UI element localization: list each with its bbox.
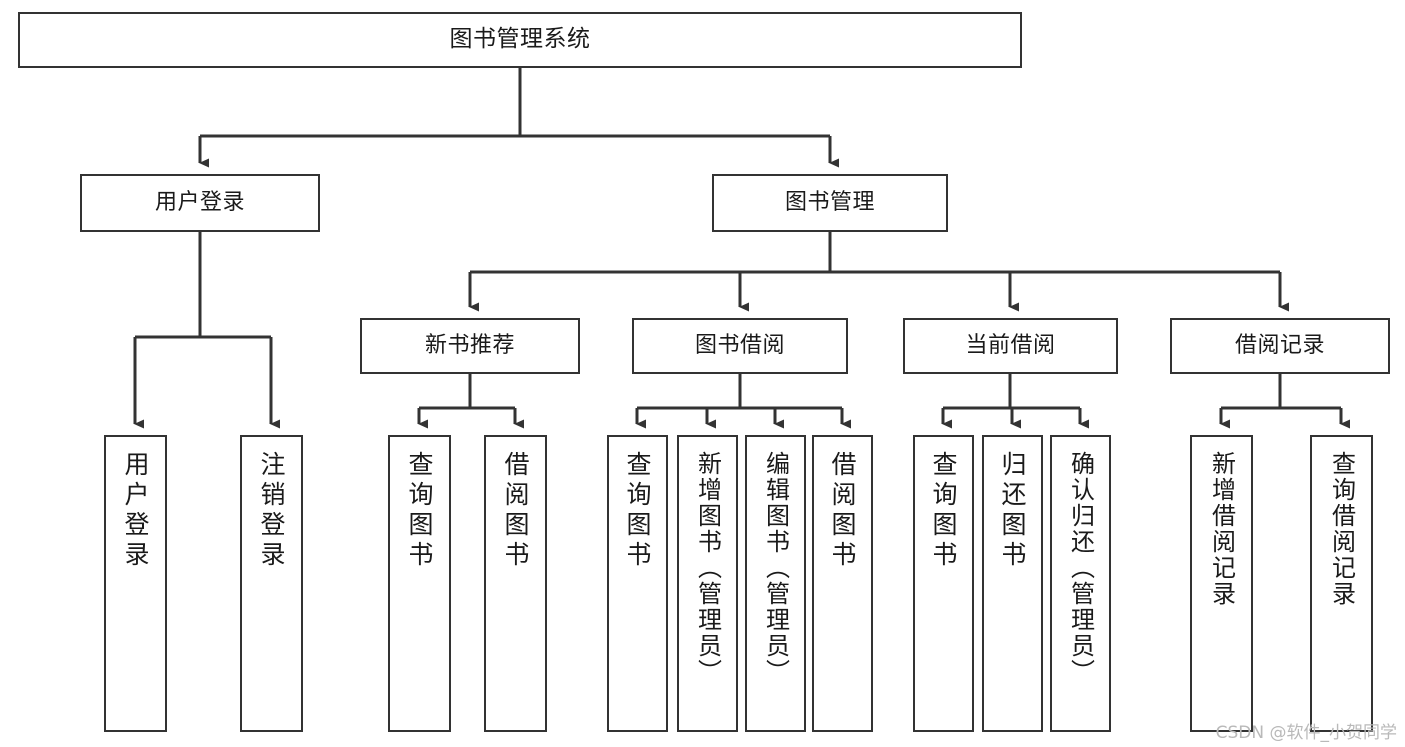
node-level2-1[interactable]: 图书借阅 (632, 318, 848, 374)
node-label: 编辑图书（管理员） (761, 451, 790, 685)
watermark-text: CSDN @软件_小贺同学 (1215, 723, 1397, 743)
node-level2-2[interactable]: 当前借阅 (903, 318, 1118, 374)
node-label: 借阅图书 (828, 451, 857, 571)
node-leaf-9[interactable]: 归还图书 (982, 435, 1043, 732)
node-leaf-4[interactable]: 查询图书 (607, 435, 668, 732)
node-level2-0[interactable]: 新书推荐 (360, 318, 580, 374)
node-label: 查询借阅记录 (1327, 451, 1356, 607)
node-leaf-5[interactable]: 新增图书（管理员） (677, 435, 738, 732)
node-level2-3[interactable]: 借阅记录 (1170, 318, 1390, 374)
node-leaf-0[interactable]: 用户登录 (104, 435, 167, 732)
node-label: 借阅图书 (501, 451, 530, 571)
node-label: 确认归还（管理员） (1066, 451, 1095, 685)
node-label: 用户登录 (121, 451, 150, 571)
node-leaf-1[interactable]: 注销登录 (240, 435, 303, 732)
node-leaf-10[interactable]: 确认归还（管理员） (1050, 435, 1111, 732)
node-leaf-3[interactable]: 借阅图书 (484, 435, 547, 732)
node-leaf-2[interactable]: 查询图书 (388, 435, 451, 732)
node-label: 图书借阅 (694, 332, 785, 358)
node-root[interactable]: 图书管理系统 (18, 12, 1022, 68)
node-label: 借阅记录 (1234, 332, 1325, 358)
node-label: 图书管理系统 (449, 26, 591, 53)
node-leaf-12[interactable]: 查询借阅记录 (1310, 435, 1373, 732)
node-label: 新增借阅记录 (1207, 451, 1236, 607)
node-leaf-7[interactable]: 借阅图书 (812, 435, 873, 732)
node-leaf-11[interactable]: 新增借阅记录 (1190, 435, 1253, 732)
node-label: 图书管理 (784, 189, 875, 215)
node-label: 查询图书 (929, 451, 958, 571)
node-label: 用户登录 (154, 189, 245, 215)
node-label: 归还图书 (998, 451, 1027, 571)
node-label: 查询图书 (623, 451, 652, 571)
node-label: 当前借阅 (965, 332, 1056, 358)
node-label: 新书推荐 (424, 332, 515, 358)
node-label: 查询图书 (405, 451, 434, 571)
node-label: 注销登录 (257, 451, 286, 571)
node-label: 新增图书（管理员） (693, 451, 722, 685)
node-level1-1[interactable]: 图书管理 (712, 174, 948, 232)
node-leaf-6[interactable]: 编辑图书（管理员） (745, 435, 806, 732)
node-leaf-8[interactable]: 查询图书 (913, 435, 974, 732)
node-level1-0[interactable]: 用户登录 (80, 174, 320, 232)
